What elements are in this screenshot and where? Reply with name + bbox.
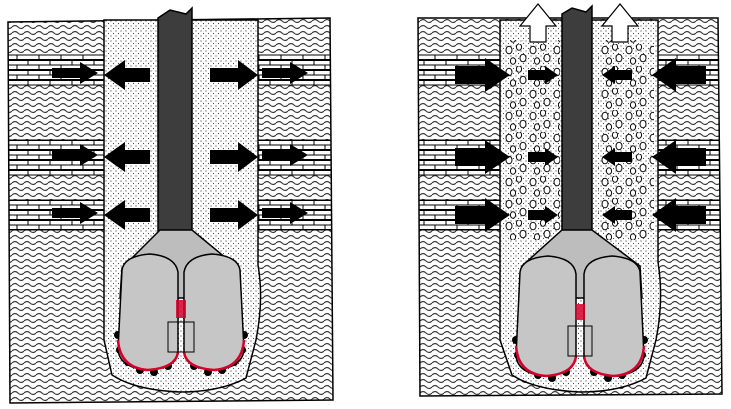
left-drill-pipe-icon (158, 8, 192, 232)
right-drill-pipe-icon (562, 6, 592, 232)
panel-underbalanced (410, 0, 731, 409)
panel-overbalanced (0, 0, 340, 409)
